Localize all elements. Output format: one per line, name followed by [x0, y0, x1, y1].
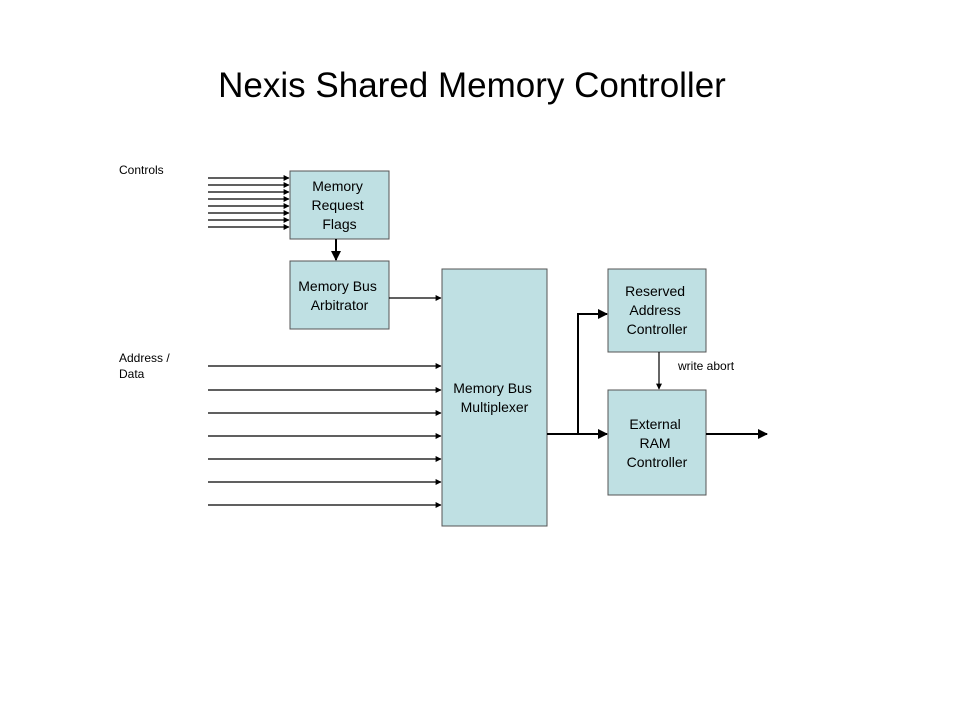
external-ram-controller-block: External RAM Controller	[607, 389, 707, 496]
svg-text:Memory Bus Multiplexer: Memory Bus Multiplexer	[453, 380, 535, 415]
control-input-lines	[208, 175, 290, 230]
svg-text:Memory Request Fla: Memory Request Flags	[311, 178, 367, 232]
svg-text:External RAM Contr: External RAM Controller	[627, 416, 688, 470]
multiplexer-to-reserved-arrow	[577, 309, 608, 434]
svg-text:Memory Bus Arbitrator: Memory Bus Arbitrator	[298, 278, 380, 313]
diagram-title: Nexis Shared Memory Controller	[218, 66, 726, 105]
svg-text:Reserved Address C: Reserved Address Controller	[625, 283, 689, 337]
write-abort-label: write abort	[677, 359, 735, 373]
memory-request-flags-block: Memory Request Flags	[289, 170, 390, 240]
address-data-label: Address / Data	[119, 351, 173, 381]
memory-bus-multiplexer-block: Memory Bus Multiplexer	[441, 268, 548, 527]
reserved-address-controller-block: Reserved Address Controller	[607, 268, 707, 353]
memory-bus-arbitrator-block: Memory Bus Arbitrator	[289, 260, 390, 330]
address-data-input-lines	[208, 363, 442, 508]
controls-label: Controls	[119, 163, 164, 177]
